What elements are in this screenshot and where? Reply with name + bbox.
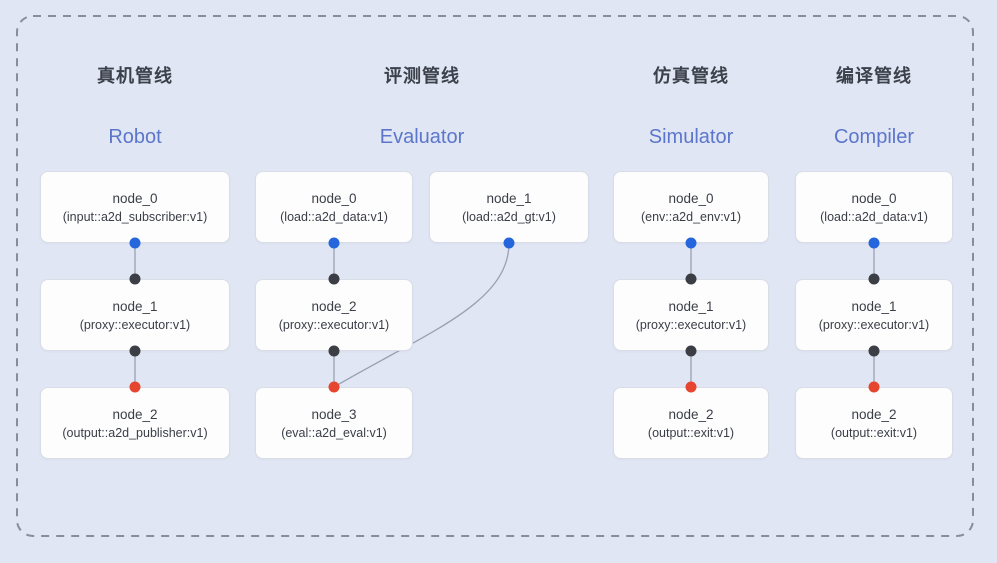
node-type: (output::exit:v1) — [830, 425, 918, 440]
node-card-evaluator-node-2: node_2 (proxy::executor:v1) — [255, 279, 413, 351]
output-port-dot — [129, 345, 141, 357]
node-type: (output::a2d_publisher:v1) — [62, 425, 208, 440]
node-name: node_0 — [112, 190, 158, 206]
node-card-evaluator-node-3: node_3 (eval::a2d_eval:v1) — [255, 387, 413, 459]
pipeline-title-zh-robot: 真机管线 — [97, 66, 173, 86]
node-type: (env::a2d_env:v1) — [640, 209, 742, 224]
node-card-compiler-node-2: node_2 (output::exit:v1) — [795, 387, 953, 459]
pipeline-title-en-robot: Robot — [108, 126, 162, 148]
node-name: node_3 — [311, 406, 357, 422]
input-port-dot — [328, 273, 340, 285]
dashed-frame — [16, 15, 974, 537]
sink-port-dot — [685, 381, 697, 393]
node-card-evaluator-node-0: node_0 (load::a2d_data:v1) — [255, 171, 413, 243]
node-card-compiler-node-0: node_0 (load::a2d_data:v1) — [795, 171, 953, 243]
output-port-dot — [685, 237, 697, 249]
pipeline-title-zh-simulator: 仿真管线 — [653, 66, 729, 86]
node-card-simulator-node-2: node_2 (output::exit:v1) — [613, 387, 769, 459]
node-type: (proxy::executor:v1) — [818, 317, 930, 332]
node-type: (load::a2d_data:v1) — [280, 209, 388, 224]
node-card-compiler-node-1: node_1 (proxy::executor:v1) — [795, 279, 953, 351]
node-card-simulator-node-0: node_0 (env::a2d_env:v1) — [613, 171, 769, 243]
node-type: (proxy::executor:v1) — [79, 317, 191, 332]
node-name: node_0 — [851, 190, 897, 206]
sink-port-dot — [328, 381, 340, 393]
pipeline-title-en-compiler: Compiler — [833, 126, 915, 148]
node-name: node_2 — [112, 406, 158, 422]
node-name: node_0 — [311, 190, 357, 206]
pipeline-title-zh-compiler: 编译管线 — [836, 66, 912, 86]
node-type: (proxy::executor:v1) — [278, 317, 390, 332]
node-name: node_2 — [668, 406, 714, 422]
node-name: node_0 — [668, 190, 714, 206]
node-card-evaluator-node-1: node_1 (load::a2d_gt:v1) — [429, 171, 589, 243]
node-name: node_2 — [311, 298, 357, 314]
node-type: (eval::a2d_eval:v1) — [281, 425, 387, 440]
node-name: node_1 — [112, 298, 158, 314]
pipeline-title-en-evaluator: Evaluator — [379, 126, 465, 148]
pipeline-title-en-simulator: Simulator — [648, 126, 734, 148]
evaluator-gt-curve — [333, 242, 510, 388]
sink-port-dot — [868, 381, 880, 393]
output-port-dot — [868, 345, 880, 357]
output-port-dot — [328, 345, 340, 357]
sink-port-dot — [129, 381, 141, 393]
input-port-dot — [685, 273, 697, 285]
node-card-robot-node-0: node_0 (input::a2d_subscriber:v1) — [40, 171, 230, 243]
node-card-simulator-node-1: node_1 (proxy::executor:v1) — [613, 279, 769, 351]
node-type: (output::exit:v1) — [647, 425, 735, 440]
node-type: (input::a2d_subscriber:v1) — [62, 209, 208, 224]
input-port-dot — [868, 273, 880, 285]
output-port-dot — [685, 345, 697, 357]
node-type: (load::a2d_gt:v1) — [462, 209, 556, 224]
node-name: node_2 — [851, 406, 897, 422]
output-port-dot — [129, 237, 141, 249]
node-card-robot-node-2: node_2 (output::a2d_publisher:v1) — [40, 387, 230, 459]
output-port-dot — [503, 237, 515, 249]
node-card-robot-node-1: node_1 (proxy::executor:v1) — [40, 279, 230, 351]
output-port-dot — [328, 237, 340, 249]
pipeline-title-zh-evaluator: 评测管线 — [384, 66, 460, 86]
input-port-dot — [129, 273, 141, 285]
node-name: node_1 — [486, 190, 532, 206]
node-type: (proxy::executor:v1) — [635, 317, 747, 332]
node-name: node_1 — [851, 298, 897, 314]
output-port-dot — [868, 237, 880, 249]
node-name: node_1 — [668, 298, 714, 314]
node-type: (load::a2d_data:v1) — [820, 209, 928, 224]
